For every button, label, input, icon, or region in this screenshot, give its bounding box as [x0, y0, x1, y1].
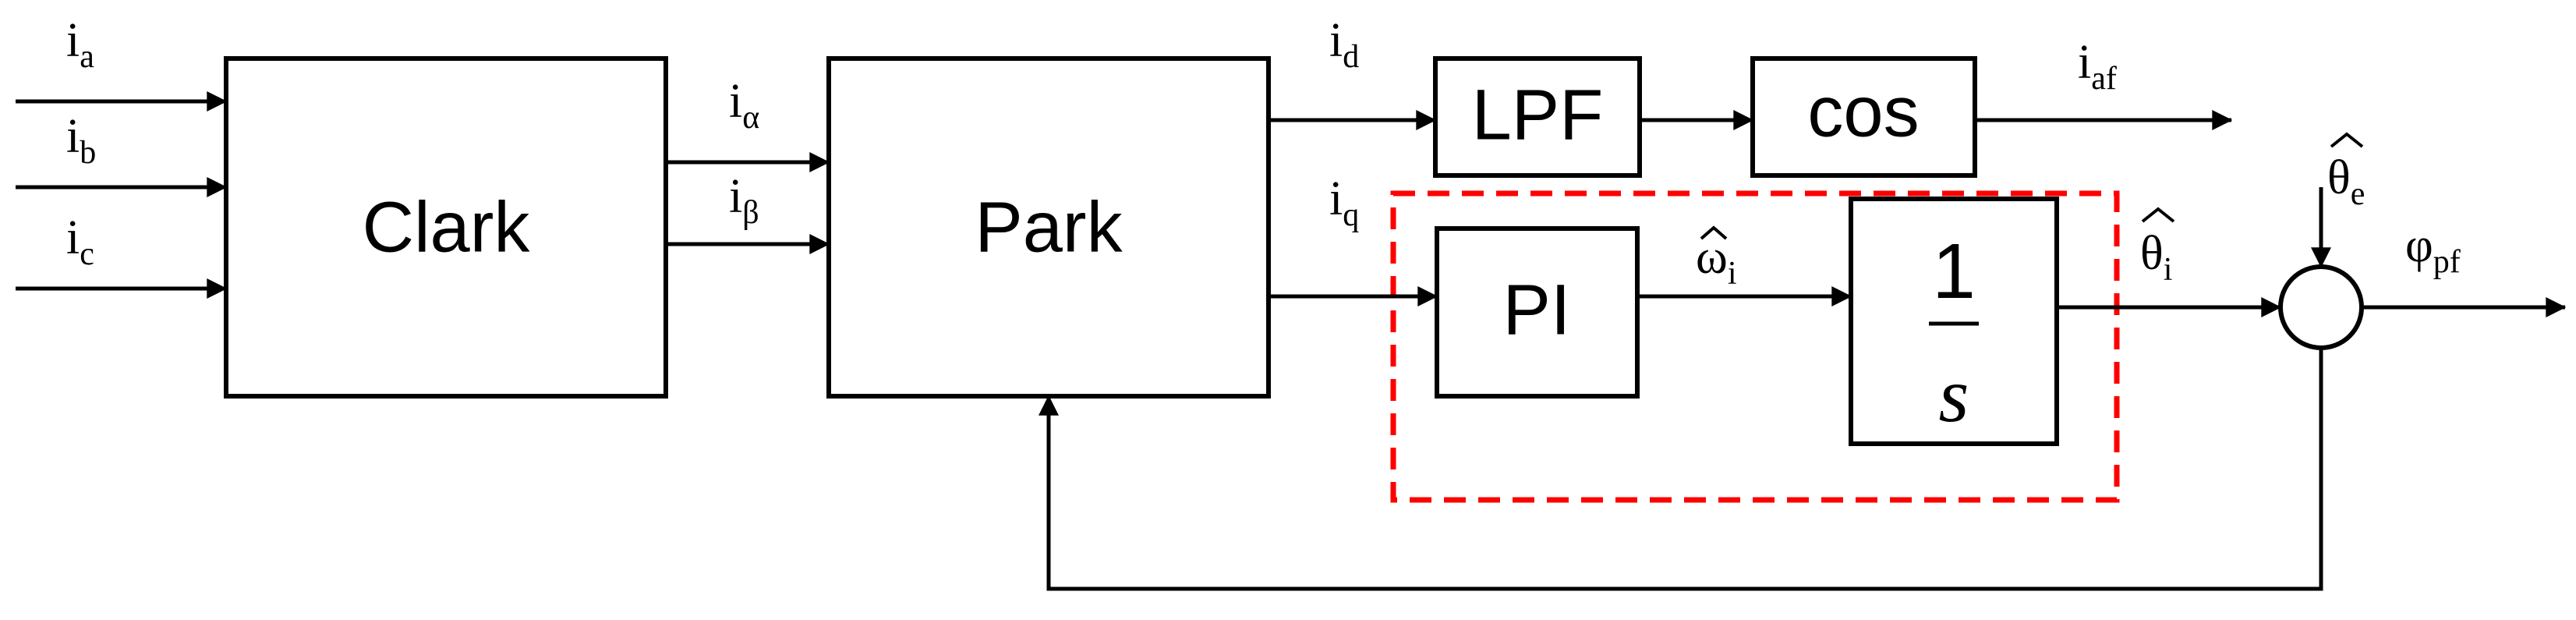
pi-block-label: PI	[1503, 270, 1571, 349]
wire-feedback	[1039, 348, 2323, 591]
cos-block: cos	[1750, 56, 1977, 178]
label-ib: ib	[66, 110, 96, 171]
park-block-label: Park	[975, 187, 1123, 267]
clark-block: Clark	[224, 56, 668, 399]
label-ic: ic	[66, 211, 94, 272]
label-theta-i-hat: θi	[2140, 207, 2175, 288]
pll-highlight-frame	[1390, 190, 2120, 503]
label-theta-e-hat: θe	[2327, 132, 2365, 212]
clark-block-label: Clark	[363, 187, 531, 267]
hat-theta-e	[2330, 132, 2364, 148]
svg-text:ωi: ωi	[1696, 231, 1736, 292]
lpf-block-label: LPF	[1472, 75, 1604, 154]
label-ibeta: iβ	[729, 170, 759, 231]
label-iq: iq	[1329, 172, 1359, 233]
svg-text:θe: θe	[2327, 151, 2365, 212]
label-phi-pf: φpf	[2405, 219, 2461, 280]
label-iaf: iaf	[2078, 36, 2117, 97]
cos-block-label: cos	[1807, 72, 1919, 151]
hat-omega	[1700, 225, 1728, 240]
integrator-block: 1 s	[1849, 197, 2059, 446]
label-ialpha: iα	[729, 75, 759, 136]
hat-theta-i	[2141, 207, 2175, 223]
label-ia: ia	[66, 14, 94, 75]
integrator-numerator: 1	[1932, 228, 1976, 315]
label-omega-hat: ωi	[1696, 225, 1736, 292]
label-id: id	[1329, 14, 1359, 75]
summing-junction	[2278, 264, 2364, 350]
pi-block: PI	[1435, 226, 1640, 399]
integrator-denominator: s	[1939, 352, 1969, 438]
lpf-block: LPF	[1433, 56, 1642, 178]
park-block: Park	[826, 56, 1271, 399]
svg-text:θi: θi	[2140, 227, 2172, 288]
